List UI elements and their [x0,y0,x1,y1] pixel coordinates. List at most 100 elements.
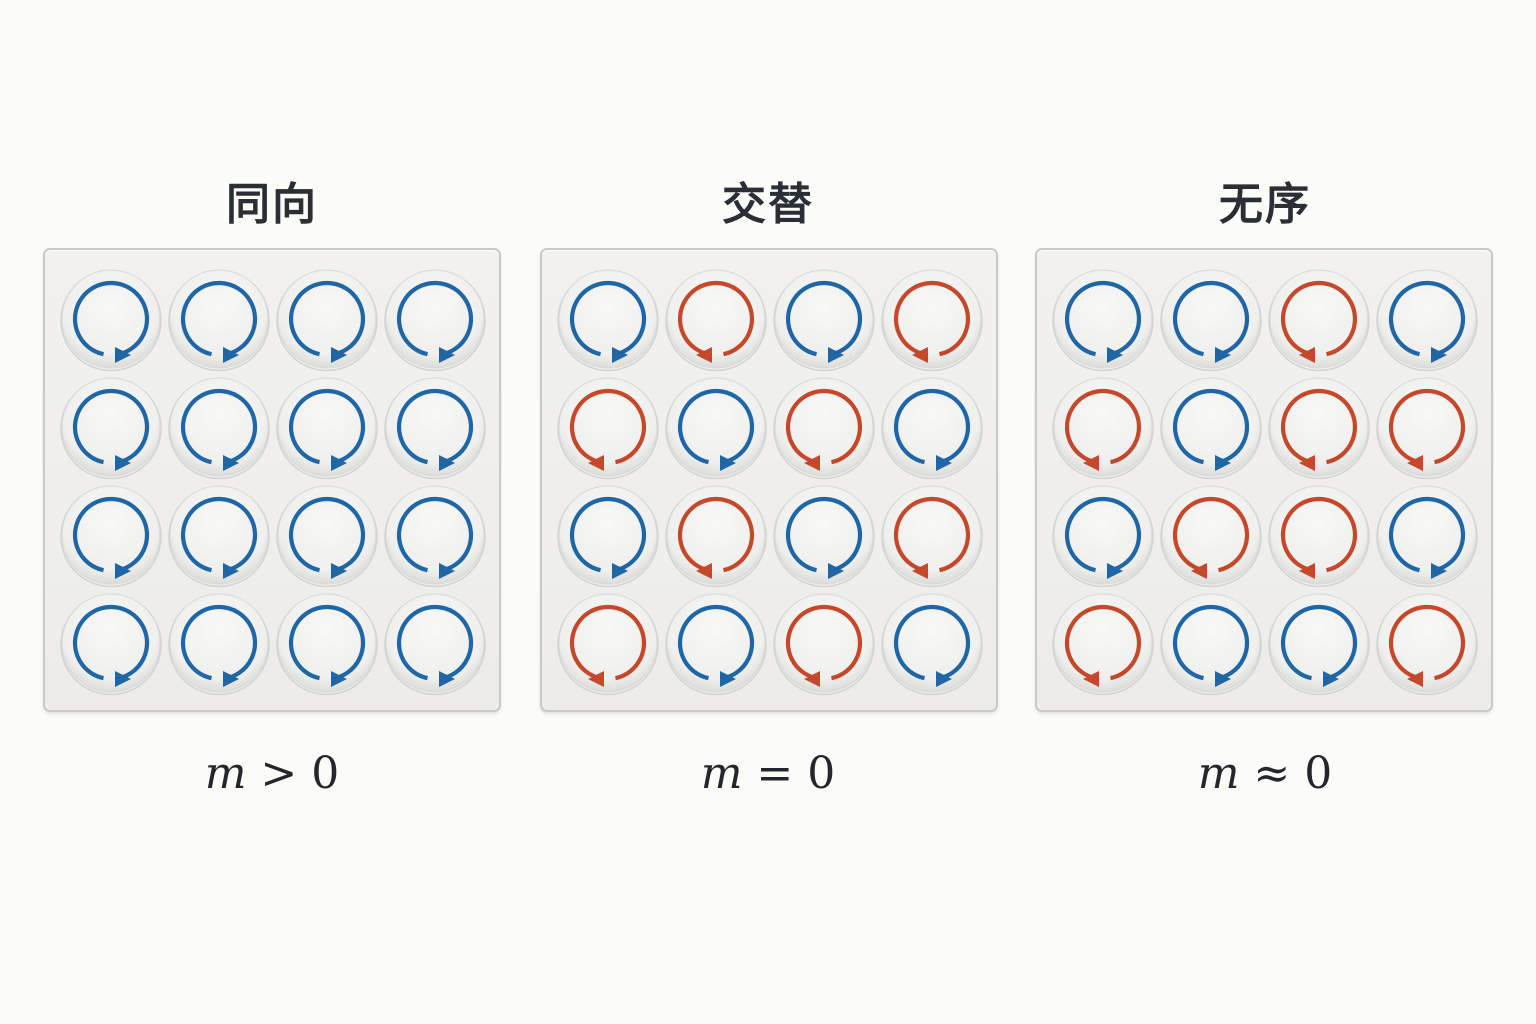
clockwise-arrow-icon [1388,496,1466,579]
caption-variable: m [700,748,743,799]
caption-disordered: m ≈ 0 [1115,748,1415,799]
arrowhead [1299,455,1315,471]
rotation-ring [288,388,366,465]
rotation-ring [288,280,366,357]
rotation-ring [1172,604,1250,681]
rotation-cell [665,377,767,480]
arrowhead [912,563,928,579]
rotation-cell [1052,593,1154,696]
rotation-cell [384,377,486,480]
arrowhead [1215,671,1231,687]
rotation-cell [168,269,270,372]
clockwise-arrow-icon [72,496,150,579]
panel-title-aligned: 同向 [226,179,318,230]
rotation-cell [1052,485,1154,588]
arrowhead [439,563,455,579]
clockwise-arrow-icon [180,604,258,687]
rotation-ring [396,604,474,681]
rotation-ring [396,388,474,465]
clockwise-arrow-icon [180,280,258,363]
counterclockwise-arrow-icon [1388,604,1466,687]
clockwise-arrow-icon [288,604,366,687]
rotation-ring [893,604,971,681]
rotation-cell [168,593,270,696]
arrowhead [115,347,131,363]
rotation-cell [1160,377,1262,480]
clockwise-arrow-icon [1172,280,1250,363]
rotation-cell [557,269,659,372]
rotation-cell [60,593,162,696]
rotation-cell [1268,377,1370,480]
arrowhead [439,455,455,471]
caption-value: 0 [807,748,836,799]
clockwise-arrow-icon [180,496,258,579]
rotation-cell [1160,485,1262,588]
arrowhead [1107,563,1123,579]
clockwise-arrow-icon [893,388,971,471]
counterclockwise-arrow-icon [677,496,755,579]
rotation-ring [1280,496,1358,573]
rotation-ring [893,496,971,573]
rotation-ring [785,604,863,681]
arrowhead [828,347,844,363]
clockwise-arrow-icon [396,604,474,687]
arrowhead [1323,671,1339,687]
rotation-ring [1064,388,1142,465]
arrowhead [223,347,239,363]
caption-value: 0 [1304,748,1333,799]
rotation-ring [1172,496,1250,573]
rotation-ring [569,280,647,357]
rotation-ring [72,496,150,573]
arrowhead [331,671,347,687]
clockwise-arrow-icon [72,388,150,471]
clockwise-arrow-icon [396,496,474,579]
arrowhead [912,347,928,363]
arrowhead [331,347,347,363]
rotation-ring [396,496,474,573]
arrowhead [1083,671,1099,687]
caption-relation: > [260,748,298,799]
rotation-ring [677,280,755,357]
caption-alternating: m = 0 [618,748,918,799]
arrowhead [115,455,131,471]
rotation-cell [773,593,875,696]
counterclockwise-arrow-icon [569,388,647,471]
rotation-cell [384,593,486,696]
rotation-cell [881,593,983,696]
rotation-cell [1376,593,1478,696]
clockwise-arrow-icon [288,388,366,471]
board-grid-disordered [1052,269,1478,696]
counterclockwise-arrow-icon [1280,280,1358,363]
board-aligned [43,248,501,712]
rotation-cell [276,269,378,372]
rotation-ring [569,604,647,681]
rotation-ring [1388,388,1466,465]
rotation-ring [1280,604,1358,681]
arrowhead [612,563,628,579]
rotation-ring [288,496,366,573]
rotation-cell [1268,485,1370,588]
caption-variable: m [1197,748,1240,799]
rotation-ring [180,280,258,357]
clockwise-arrow-icon [72,280,150,363]
rotation-cell [1160,269,1262,372]
rotation-cell [557,593,659,696]
rotation-ring [1280,280,1358,357]
rotation-ring [180,496,258,573]
rotation-ring [785,280,863,357]
rotation-ring [1388,604,1466,681]
rotation-ring [569,388,647,465]
clockwise-arrow-icon [1064,280,1142,363]
rotation-cell [881,269,983,372]
rotation-cell [1376,377,1478,480]
counterclockwise-arrow-icon [677,280,755,363]
clockwise-arrow-icon [1172,388,1250,471]
arrowhead [828,563,844,579]
clockwise-arrow-icon [396,388,474,471]
clockwise-arrow-icon [785,496,863,579]
arrowhead [588,671,604,687]
arrowhead [1407,455,1423,471]
clockwise-arrow-icon [569,496,647,579]
arrowhead [804,671,820,687]
